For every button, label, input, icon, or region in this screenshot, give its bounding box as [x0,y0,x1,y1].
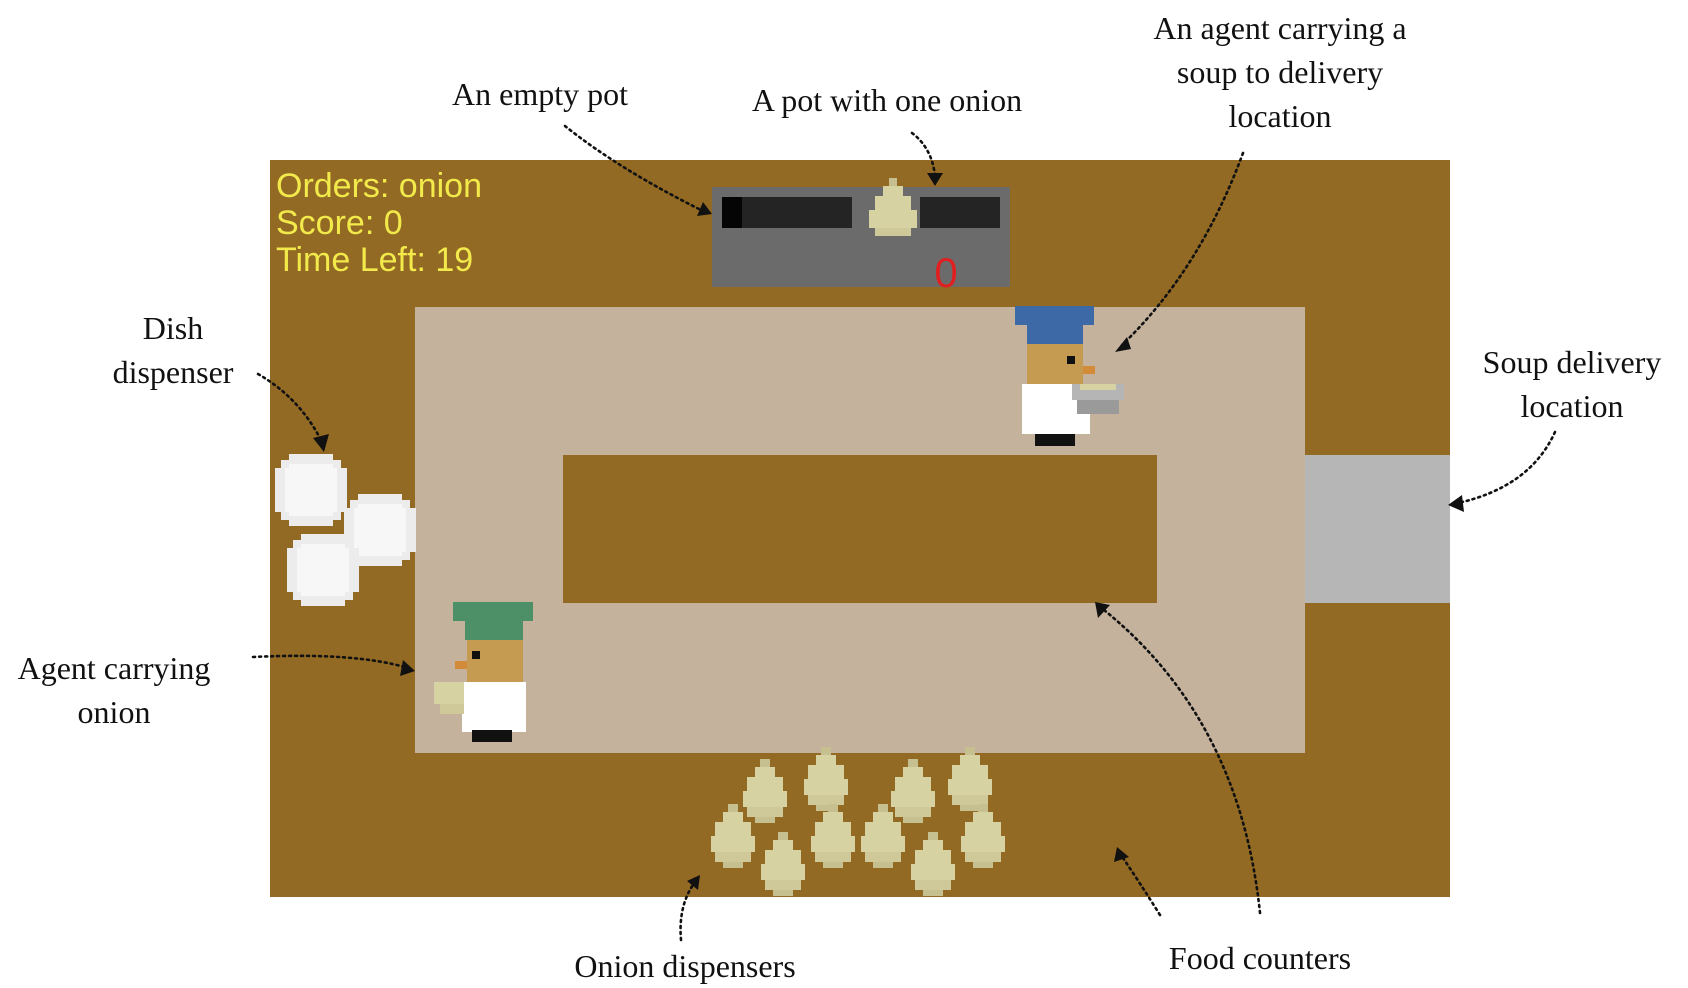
hud-time-left: Time Left: 19 [276,241,474,279]
label-agent-carrying-onion-line1: Agent carrying [17,650,211,686]
label-agent-carrying-soup-line1: An agent carrying a [1153,10,1407,46]
annotation-arrows [251,124,1557,942]
label-dish-dispenser-line1: Dish [142,310,204,346]
empty-pot [722,197,852,228]
label-soup-delivery-line2: location [1520,388,1624,424]
label-dish-dispenser: Dish dispenser [88,306,258,394]
label-agent-carrying-soup-line3: location [1228,98,1332,134]
center-food-counter [563,455,1157,603]
label-agent-carrying-onion-line2: onion [77,694,151,730]
hud-score: Score: 0 [276,204,403,242]
label-soup-delivery: Soup delivery location [1462,340,1682,428]
plate-icon [287,534,359,606]
label-agent-carrying-soup-line2: soup to delivery [1176,54,1384,90]
label-pot-with-one-onion: A pot with one onion [751,82,1023,118]
label-empty-pot: An empty pot [452,76,628,112]
agent-green-hat-carrying-onion [434,602,533,742]
pot-with-one-onion [920,197,1000,228]
soup-delivery-location [1305,455,1450,603]
label-agent-carrying-soup: An agent carrying a soup to delivery loc… [1110,6,1450,138]
onion-in-pot [869,178,917,236]
label-dish-dispenser-line2: dispenser [112,354,234,390]
carried-onion-icon [434,682,464,704]
label-agent-carrying-onion: Agent carrying onion [0,646,228,734]
label-soup-delivery-line1: Soup delivery [1482,344,1662,380]
hud-orders: Orders: onion [276,167,482,205]
green-hat-icon [453,602,533,621]
pot-cook-counter: 0 [934,249,957,296]
label-food-counters: Food counters [1168,940,1352,976]
agent-blue-hat-carrying-soup [1015,306,1124,446]
plate-icon [275,454,347,526]
blue-hat-icon [1015,306,1094,325]
empty-pot-handle [722,197,742,228]
label-onion-dispensers: Onion dispensers [574,948,796,984]
